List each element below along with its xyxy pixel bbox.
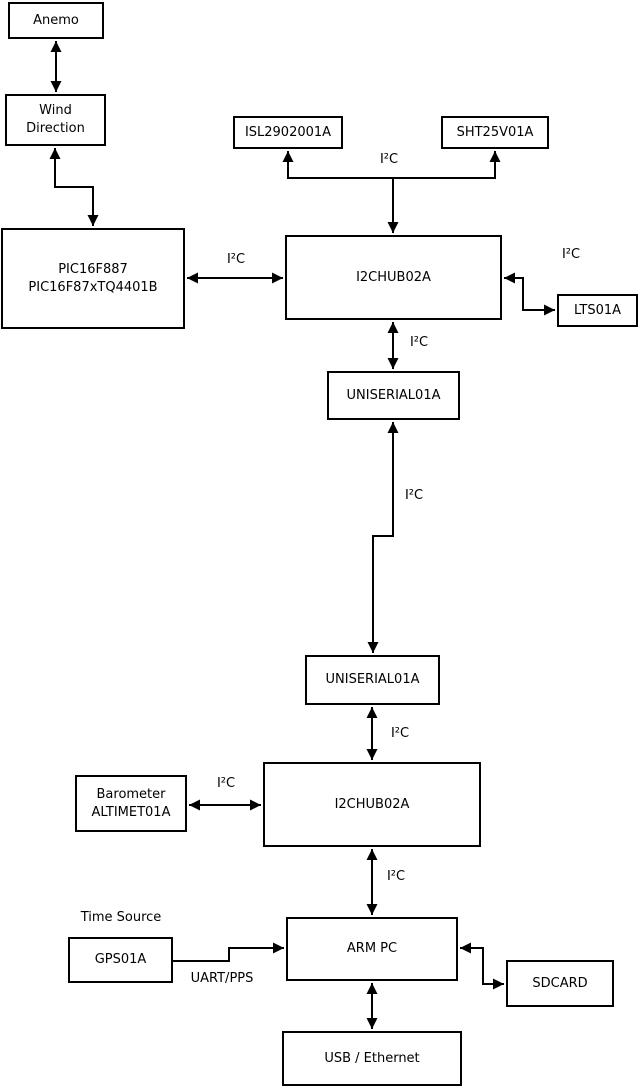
label-i2c-uniserial2-hub2: I²C xyxy=(390,726,410,741)
label-i2c-uniserial-link: I²C xyxy=(404,488,424,503)
node-barometer-label-line1: Barometer xyxy=(96,786,166,802)
node-pic16f887-label-line1: PIC16F887 xyxy=(58,261,128,277)
node-uniserial01a-lower-label: UNISERIAL01A xyxy=(325,672,420,688)
node-sht25v01a: SHT25V01A xyxy=(441,116,549,149)
edge-uniserial1-uniserial2 xyxy=(367,422,399,653)
label-i2c-hub2-armpc: I²C xyxy=(386,869,406,884)
node-usb-ethernet-label: USB / Ethernet xyxy=(324,1050,420,1066)
node-arm-pc: ARM PC xyxy=(286,917,458,981)
node-arm-pc-label: ARM PC xyxy=(346,941,398,957)
edge-wind-pic xyxy=(49,148,99,226)
node-lts01a: LTS01A xyxy=(557,294,638,327)
node-anemo: Anemo xyxy=(8,2,104,39)
node-isl2902001a-label: ISL2902001A xyxy=(244,124,332,140)
label-time-source: Time Source xyxy=(80,910,162,925)
node-sdcard-label: SDCARD xyxy=(532,975,588,991)
label-i2c-top-bus: I²C xyxy=(379,152,399,167)
node-isl2902001a: ISL2902001A xyxy=(233,116,343,149)
node-anemo-label: Anemo xyxy=(33,12,79,28)
node-sht25v01a-label: SHT25V01A xyxy=(456,124,534,140)
node-gps01a-label: GPS01A xyxy=(94,952,147,968)
node-pic16f887: PIC16F887 PIC16F87xTQ4401B xyxy=(1,228,185,329)
node-sdcard: SDCARD xyxy=(506,960,614,1007)
node-pic16f887-label-line2: PIC16F87xTQ4401B xyxy=(28,279,158,295)
node-gps01a: GPS01A xyxy=(68,937,173,983)
label-i2c-pic-hub1: I²C xyxy=(226,252,246,267)
node-barometer-altimet01a: Barometer ALTIMET01A xyxy=(75,775,187,832)
node-wind-direction-label-line2: Direction xyxy=(26,121,85,136)
node-usb-ethernet: USB / Ethernet xyxy=(282,1031,462,1086)
label-i2c-hub1-lts: I²C xyxy=(561,247,581,262)
node-i2chub02a-lower-label: I2CHUB02A xyxy=(334,796,410,812)
node-uniserial01a-upper-label: UNISERIAL01A xyxy=(346,387,441,403)
node-i2chub02a-upper: I2CHUB02A xyxy=(285,235,502,320)
edge-gps-armpc xyxy=(173,942,284,962)
edge-armpc-sdcard xyxy=(460,942,504,990)
label-i2c-hub1-uniserial1: I²C xyxy=(409,335,429,350)
edge-bus-isl-sht xyxy=(282,151,501,179)
label-i2c-barometer-hub2: I²C xyxy=(216,776,236,791)
node-barometer-label-line2: ALTIMET01A xyxy=(91,804,171,820)
node-i2chub02a-lower: I2CHUB02A xyxy=(263,762,481,847)
node-uniserial01a-upper: UNISERIAL01A xyxy=(327,371,460,420)
node-wind-direction-label-line1: Wind xyxy=(39,103,72,119)
node-wind-direction: Wind Direction xyxy=(5,94,106,146)
node-i2chub02a-upper-label: I2CHUB02A xyxy=(356,269,431,285)
edge-hub1-lts xyxy=(504,272,555,316)
label-uart-pps: UART/PPS xyxy=(190,971,254,986)
node-uniserial01a-lower: UNISERIAL01A xyxy=(305,655,440,705)
node-lts01a-label: LTS01A xyxy=(573,302,622,318)
